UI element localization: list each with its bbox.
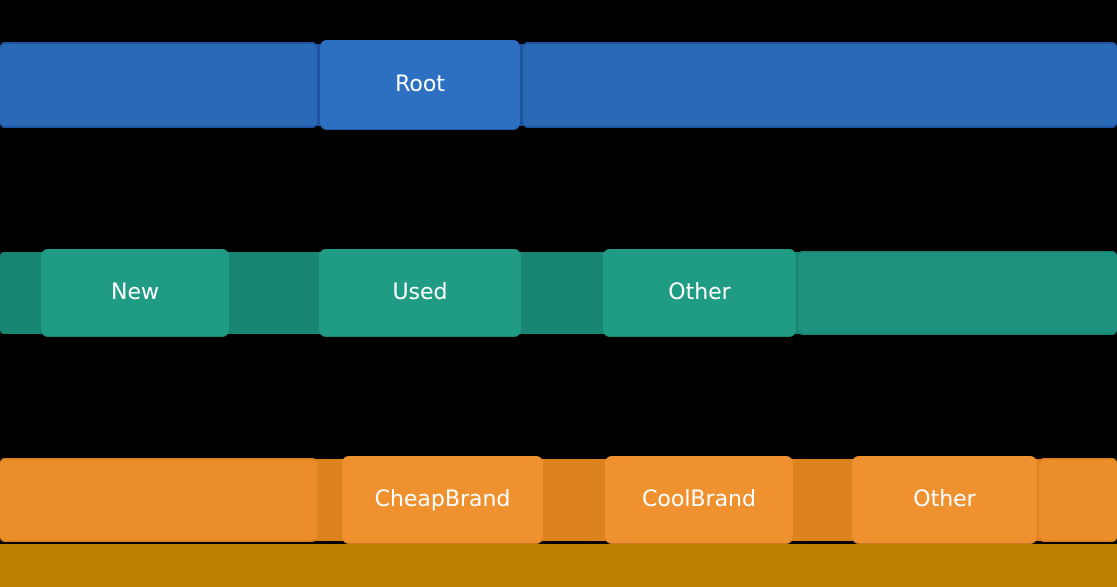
level-4-cutoff-band[interactable] bbox=[0, 544, 1117, 587]
node-coolbrand-label: CoolBrand bbox=[642, 487, 756, 512]
node-used-label: Used bbox=[392, 280, 448, 305]
node-root[interactable]: Root bbox=[320, 40, 520, 130]
level-3-filler-right[interactable] bbox=[1039, 458, 1117, 542]
node-coolbrand[interactable]: CoolBrand bbox=[605, 456, 793, 544]
level-1-filler-left[interactable] bbox=[0, 42, 317, 128]
node-new-label: New bbox=[111, 280, 159, 305]
node-other-condition-label: Other bbox=[668, 280, 731, 305]
level-2-filler-right[interactable] bbox=[798, 251, 1117, 335]
node-new[interactable]: New bbox=[41, 249, 229, 337]
level-1-filler-right[interactable] bbox=[523, 42, 1117, 128]
node-other-condition[interactable]: Other bbox=[603, 249, 796, 337]
level-3-filler-left[interactable] bbox=[0, 458, 317, 542]
node-used[interactable]: Used bbox=[319, 249, 521, 337]
node-cheapbrand[interactable]: CheapBrand bbox=[342, 456, 543, 544]
node-cheapbrand-label: CheapBrand bbox=[374, 487, 511, 512]
node-other-brand-label: Other bbox=[913, 487, 976, 512]
node-other-brand[interactable]: Other bbox=[852, 456, 1037, 544]
node-root-label: Root bbox=[395, 72, 445, 97]
